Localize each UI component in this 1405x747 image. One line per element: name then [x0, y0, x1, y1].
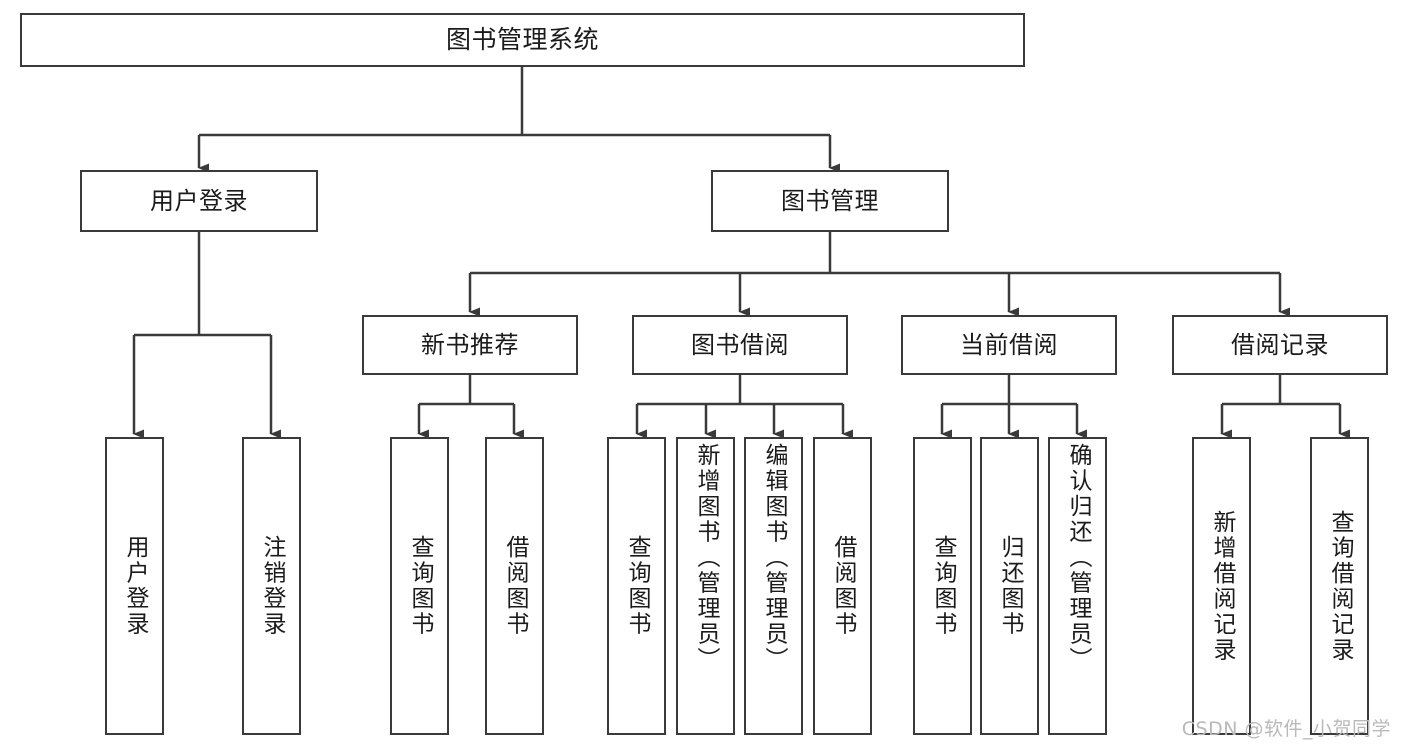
leaf-book-borrow-borrow-book[interactable]: 借阅图书: [813, 437, 872, 735]
node-label: 用户登录: [122, 535, 148, 637]
node-label: 注销登录: [259, 535, 285, 637]
leaf-new-book-query-book[interactable]: 查询图书: [390, 437, 449, 735]
node-label: 借阅图书: [502, 535, 528, 637]
leaf-current-borrow-query-book[interactable]: 查询图书: [913, 437, 972, 735]
leaf-user-login-logout[interactable]: 注销登录: [242, 437, 301, 735]
node-label: 查询图书: [930, 535, 956, 637]
node-user-login[interactable]: 用户登录: [80, 170, 318, 232]
node-new-book-recommend[interactable]: 新书推荐: [362, 315, 578, 375]
node-label: 新增图书（管理员）: [693, 443, 719, 673]
node-label: 图书管理系统: [445, 25, 599, 55]
csdn-watermark: CSDN @软件_小贺同学: [1181, 718, 1391, 740]
node-label: 查询图书: [624, 535, 650, 637]
node-root-book-management-system[interactable]: 图书管理系统: [20, 13, 1025, 67]
node-label: 新增借阅记录: [1209, 509, 1235, 663]
node-label: 借阅图书: [830, 535, 856, 637]
node-label: 查询借阅记录: [1327, 509, 1353, 663]
node-label: 查询图书: [407, 535, 433, 637]
node-label: 图书借阅: [691, 330, 789, 359]
node-label: 新书推荐: [421, 330, 519, 359]
node-label: 用户登录: [150, 186, 248, 215]
node-label: 确认归还（管理员）: [1065, 443, 1091, 673]
node-borrow-record[interactable]: 借阅记录: [1172, 315, 1388, 375]
leaf-borrow-record-query-record[interactable]: 查询借阅记录: [1310, 437, 1369, 735]
node-label: 借阅记录: [1231, 330, 1329, 359]
leaf-book-borrow-edit-book-admin[interactable]: 编辑图书（管理员）: [744, 437, 803, 735]
node-book-management[interactable]: 图书管理: [711, 170, 949, 232]
node-label: 图书管理: [781, 186, 879, 215]
leaf-book-borrow-query-book[interactable]: 查询图书: [607, 437, 666, 735]
leaf-new-book-borrow-book[interactable]: 借阅图书: [485, 437, 544, 735]
leaf-borrow-record-add-record[interactable]: 新增借阅记录: [1192, 437, 1251, 735]
leaf-user-login-login[interactable]: 用户登录: [105, 437, 164, 735]
node-label: 当前借阅: [960, 330, 1058, 359]
node-label: 归还图书: [997, 535, 1023, 637]
leaf-book-borrow-add-book-admin[interactable]: 新增图书（管理员）: [676, 437, 735, 735]
node-current-borrow[interactable]: 当前借阅: [901, 315, 1117, 375]
node-label: 编辑图书（管理员）: [761, 443, 787, 673]
node-book-borrow[interactable]: 图书借阅: [632, 315, 848, 375]
leaf-current-borrow-return-book[interactable]: 归还图书: [980, 437, 1039, 735]
leaf-current-borrow-confirm-return-admin[interactable]: 确认归还（管理员）: [1048, 437, 1107, 735]
